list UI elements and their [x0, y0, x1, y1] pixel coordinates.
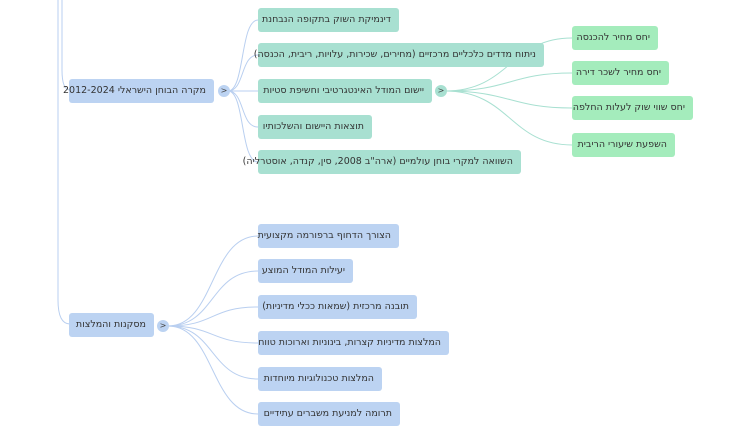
child-node-model-application[interactable]: יישום המודל האינטגרטיבי וחשיפת סטיות — [258, 79, 432, 103]
leaf-node-price-income[interactable]: יחס מחיר להכנסה — [572, 26, 658, 50]
trunk-line — [57, 0, 71, 325]
branch-node-israeli-case[interactable]: מקרה הבוחן הישראלי 2012-2024 — [63, 79, 214, 103]
child-node-policy-recommendations[interactable]: המלצות מדיניות קצרות, בינוניות וארוכות ט… — [258, 331, 449, 355]
child-node-model-efficiency[interactable]: יעילות המודל המוצע — [258, 259, 353, 283]
leaf-node-interest-rates[interactable]: השפעת שיעורי הריבית — [572, 133, 675, 157]
child-node-indicators-analysis[interactable]: ניתוח מדדים כלכליים מרכזיים (מחירים, שכי… — [254, 43, 544, 67]
child-node-global-comparison[interactable]: השוואה למקרי בוחן עולמיים (ארה"ב 2008, ס… — [243, 150, 521, 174]
child-node-reform-need[interactable]: הצורך הדחוף ברפורמה מקצועית — [258, 224, 399, 248]
collapse-toggle-icon[interactable]: > — [435, 85, 447, 97]
collapse-toggle-icon[interactable]: > — [218, 85, 230, 97]
leaf-node-price-rent[interactable]: יחס מחיר לשכר דירה — [572, 61, 669, 85]
child-node-central-insight[interactable]: תובנה מרכזית (שמאות ככלי מדיניות) — [258, 295, 417, 319]
branch-node-conclusions[interactable]: מסקנות והמלצות — [69, 313, 154, 337]
child-node-tech-recommendations[interactable]: המלצות טכנולוגיות מיוחדות — [258, 367, 382, 391]
child-node-crisis-prevention[interactable]: תרומה למניעת משברים עתידיים — [258, 402, 400, 426]
trunk-line-branch1 — [61, 0, 71, 91]
collapse-toggle-icon[interactable]: > — [157, 320, 169, 332]
child-node-market-dynamics[interactable]: דינמיקת השוק בתקופה הנבחנת — [258, 8, 399, 32]
child-node-results[interactable]: תוצאות היישום והשלכותיו — [258, 115, 372, 139]
leaf-node-market-replacement[interactable]: יחס שווי שוק לעלות החלפה — [572, 96, 693, 120]
